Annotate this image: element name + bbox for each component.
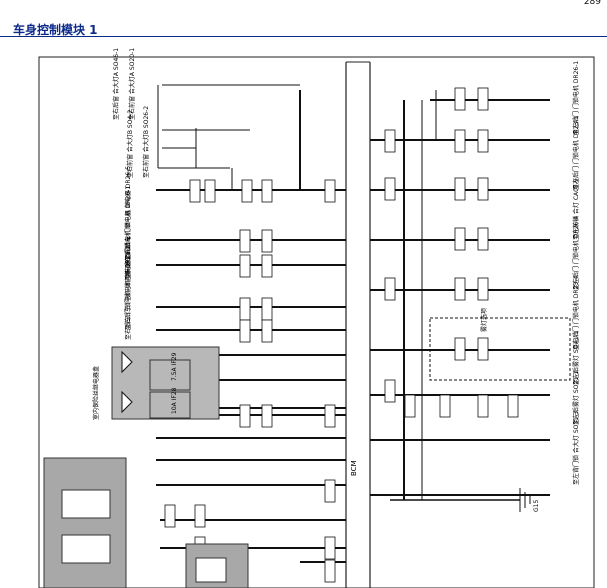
ground-symbol [390,488,531,512]
left-bus-lines [157,85,301,190]
right-bus-lines [403,90,437,500]
right-label-3: 至左前锁 合灯 CA05-9 [572,178,580,240]
section-title: 车身控制模块 1 [13,23,98,37]
fuse-label-1: 7.5A IF29 [171,352,178,381]
bcm-body: BCM [345,61,371,588]
right-label-4: 至左后门 门锁电机 DR26-4 [572,216,580,290]
ig-relay-box [185,543,249,588]
top-label-3: 至右前窗 合大灯B SO26-2 [142,106,150,178]
right-label-5: 至左后门 门锁电机 DR23-4 [572,276,580,350]
fog-option-label: 雾灯选项 [480,308,488,332]
right-labels: 至左后门 门锁电机 DR26-1 至左后门 门锁电机 DR23-1 至左前锁 合… [572,61,580,485]
top-wires [162,84,300,169]
mid-label-4: 至右后车 门锁电机 继电器 DR21-1 [124,246,132,340]
fuse-label-2: 10A IF28 [171,387,178,414]
fuse-relay-box: 室内保险丝继电器盒 [92,346,220,420]
fuse-box-label: 室内保险丝继电器盒 [92,366,100,420]
right-label-8: 至左背门锁 合大灯 SO31-3 [572,411,580,485]
top-label-1: 至右后窗 合大灯A SO46-1 [112,48,120,120]
page-number: 289 [583,0,601,7]
top-left-labels: 至右后窗 合大灯A SO46-1 至右前窗 合大灯A SO20-1 至右前窗 合… [112,48,150,178]
fog-option-box [429,317,571,381]
mid-label-3: 至右后车 门锁电机 继电器 DR21-2 [124,236,132,330]
section-header: 车身控制模块 1 [0,13,607,37]
diagram-frame [38,56,595,588]
right-label-2: 至左后门 门锁电机 DR23-1 [572,116,580,190]
ground-label: G15 [533,500,540,512]
top-label-4: 至右前窗 合大灯B SO4-2 [126,110,134,178]
mid-left-labels: 至右后车 门锁电机 继电器 DR26-5 至右后车 门锁电机 继电器 DR26-… [124,166,132,340]
power-distribution-box [43,457,127,588]
right-label-6: 至左后雾灯 SO41-1 [572,331,580,385]
mid-label-2: 至右后车 门锁电机 继电器 DR26-1 [124,186,132,280]
header-rule [0,36,607,37]
top-label-2: 至右前窗 合大灯A SO20-1 [128,48,136,120]
mid-label-1: 至右后车 门锁电机 继电器 DR26-5 [124,166,132,260]
right-connector-stack [384,87,519,418]
right-label-7: 至左后雾灯 SO21-1 [572,371,580,425]
bcm-label: BCM [350,460,358,476]
right-label-1: 至左后门 门锁电机 DR26-1 [572,61,580,135]
